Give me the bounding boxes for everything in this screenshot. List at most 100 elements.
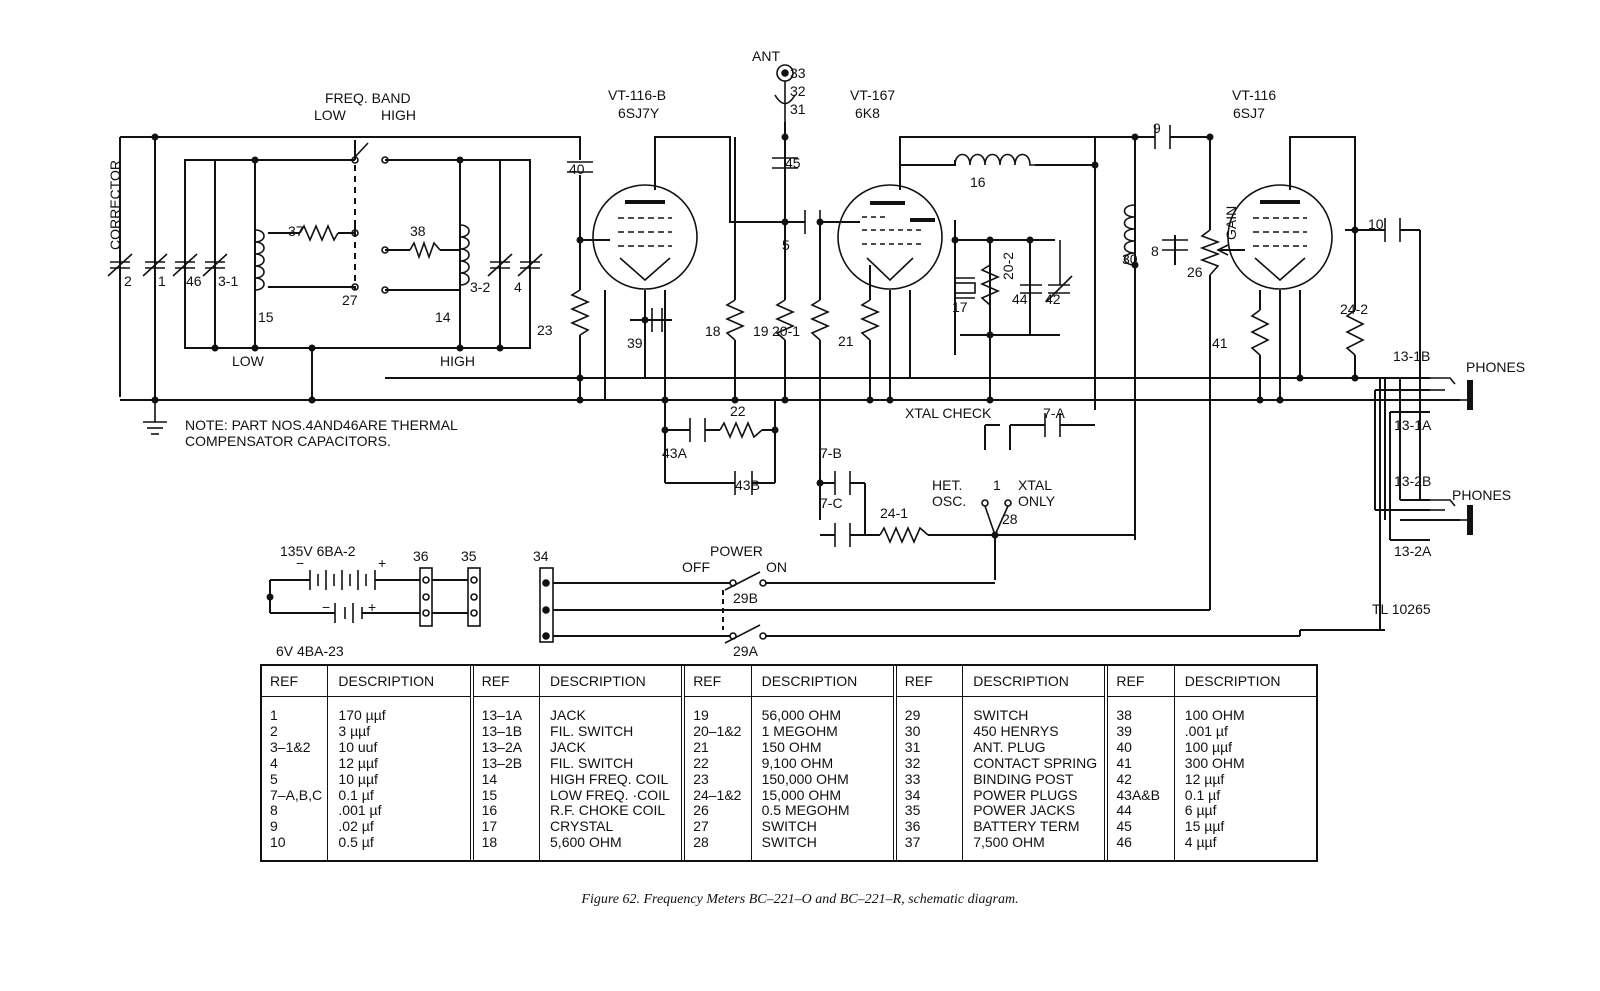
ref-cell: 26 xyxy=(693,802,709,819)
capacitor-10 xyxy=(1384,218,1401,242)
part-8: 8 xyxy=(1151,243,1159,259)
resistor-24-2 xyxy=(1345,309,1365,356)
part-10: 10 xyxy=(1368,216,1384,232)
label-high-bus: HIGH xyxy=(440,353,475,369)
battery-plus-2: + xyxy=(368,599,376,615)
label-low-switch: LOW xyxy=(314,107,347,123)
note-line-2: COMPENSATOR CAPACITORS. xyxy=(185,433,391,449)
ref-cell: 35 xyxy=(904,802,921,819)
ref-cell: 17 xyxy=(481,818,498,835)
capacitor-7b xyxy=(834,471,851,495)
label-6sj7y: 6SJ7Y xyxy=(618,105,660,121)
switch-29a xyxy=(724,624,767,644)
part-13-2b: 13-2B xyxy=(1394,473,1431,489)
part-1: 1 xyxy=(158,273,166,289)
resistor-20-1 xyxy=(810,299,830,341)
description-cell: 12 µµf xyxy=(338,754,378,771)
ref-cell: 24–1&2 xyxy=(693,786,742,803)
resistor-38 xyxy=(409,240,441,260)
description-cell: 15 µµf xyxy=(1184,818,1225,835)
ref-cell: 1 xyxy=(270,707,278,723)
capacitor-39 xyxy=(651,308,663,332)
part-29b: 29B xyxy=(733,590,758,606)
resistor-24-1 xyxy=(879,525,929,545)
description-cell: FIL. SWITCH xyxy=(550,722,634,739)
ref-cell: 31 xyxy=(904,738,921,755)
description-cell: HIGH FREQ. COIL xyxy=(550,770,669,787)
description-cell: CRYSTAL xyxy=(550,818,614,835)
label-xtal: XTAL xyxy=(1018,477,1052,493)
description-cell: SWITCH xyxy=(973,707,1029,723)
ref-cell: 13–2B xyxy=(481,754,523,771)
capacitor-7c xyxy=(834,523,851,547)
description-cell: 4 µµf xyxy=(1184,834,1217,851)
label-vt-167: VT-167 xyxy=(850,87,895,103)
part-21: 21 xyxy=(838,333,854,349)
part-19: 19 xyxy=(753,323,769,339)
ref-cell: 8 xyxy=(270,802,278,819)
part-41: 41 xyxy=(1212,335,1228,351)
ref-cell: 7–A,B,C xyxy=(270,786,323,803)
description-header: DESCRIPTION xyxy=(338,673,435,689)
resistor-37 xyxy=(299,223,339,243)
description-header: DESCRIPTION xyxy=(1184,673,1281,689)
ref-cell: 40 xyxy=(1116,738,1132,755)
description-cell: 56,000 OHM xyxy=(761,707,841,723)
ref-cell: 13–1A xyxy=(481,707,523,723)
switch-28 xyxy=(981,499,1012,536)
description-cell: 150 OHM xyxy=(761,738,822,755)
part-46: 46 xyxy=(186,273,202,289)
description-cell: 7,500 OHM xyxy=(973,834,1045,851)
part-31: 31 xyxy=(790,101,806,117)
note-line-1: NOTE: PART NOS.4AND46ARE THERMAL xyxy=(185,417,458,433)
switch-27 xyxy=(351,142,389,294)
part-34: 34 xyxy=(533,548,549,564)
part-27: 27 xyxy=(342,292,358,308)
part-13-2a: 13-2A xyxy=(1394,543,1432,559)
label-only: ONLY xyxy=(1018,493,1056,509)
label-135v-battery: 135V 6BA-2 xyxy=(280,543,356,559)
part-16: 16 xyxy=(970,174,986,190)
capacitor-3-2 xyxy=(487,253,513,277)
label-6k8: 6K8 xyxy=(855,105,880,121)
gain-wiper-arrow xyxy=(1216,244,1229,256)
description-cell: 300 OHM xyxy=(1184,754,1245,771)
description-cell: 1 MEGOHM xyxy=(761,722,838,739)
capacitor-2 xyxy=(107,253,133,277)
description-cell: 5,600 OHM xyxy=(550,834,622,851)
ref-header: REF xyxy=(474,666,541,696)
part-28: 28 xyxy=(1002,511,1018,527)
part-30: 30 xyxy=(1122,251,1138,267)
description-header: DESCRIPTION xyxy=(973,673,1069,689)
description-cell: 9,100 OHM xyxy=(761,754,834,771)
description-cell: LOW FREQ. ·COIL xyxy=(550,786,670,803)
part-43a: 43A xyxy=(662,445,688,461)
ref-cell: 15 xyxy=(481,786,498,803)
ref-cell: 16 xyxy=(481,802,498,819)
description-cell: 10 µµf xyxy=(338,770,378,787)
ref-cell: 39 xyxy=(1116,722,1132,739)
ref-header: REF xyxy=(685,666,752,696)
label-6sj7: 6SJ7 xyxy=(1233,105,1265,121)
capacitor-42 xyxy=(1045,240,1073,303)
capacitor-8 xyxy=(1162,239,1188,251)
label-osc: OSC. xyxy=(932,493,966,509)
phones-jack-1 xyxy=(1430,377,1473,410)
capacitor-3-1 xyxy=(202,253,228,277)
ref-cell: 30 xyxy=(904,722,921,739)
description-cell: FIL. SWITCH xyxy=(550,754,634,771)
ref-header: REF xyxy=(262,666,329,696)
capacitor-7a xyxy=(1044,413,1061,437)
label-high-switch: HIGH xyxy=(381,107,416,123)
